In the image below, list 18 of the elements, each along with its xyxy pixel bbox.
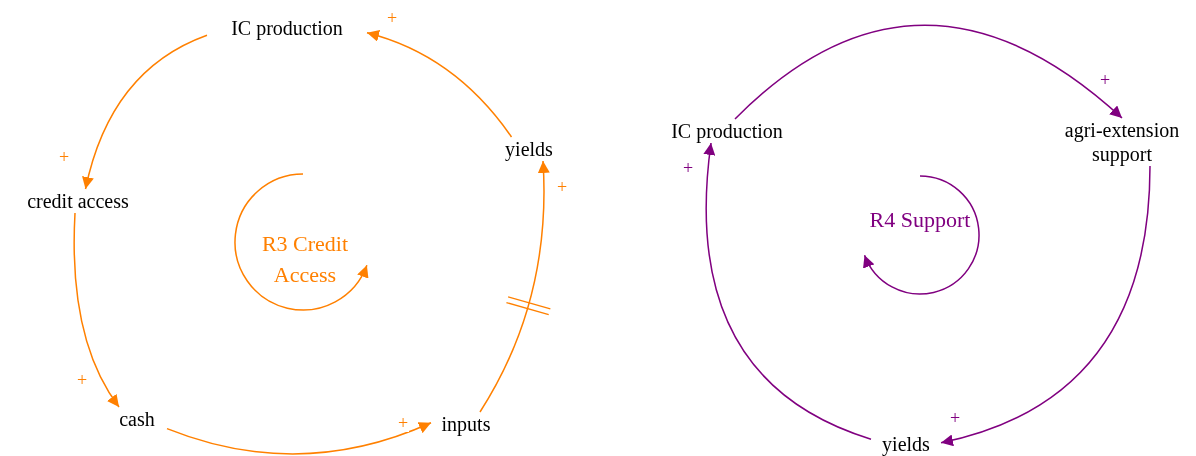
causal-link-arrow [73,212,120,408]
variable-label: yields [871,432,941,456]
loop-label: R4 Support [868,206,972,234]
variable-label: credit access [3,189,153,213]
variable-label: IC production [207,16,367,40]
causal-link-arrow [366,30,513,138]
causal-link-arrow [940,165,1151,446]
variable-label: IC production [647,119,807,143]
loop-label: R3 Credit Access [260,230,350,289]
variable-label: inputs [431,412,501,436]
variable-label: yields [494,137,564,161]
variable-label: cash [107,407,167,431]
causal-link-arrow [734,24,1123,120]
causal-link-arrow [82,34,208,190]
causal-link-arrow [703,142,872,440]
causal-link-arrow [166,421,432,455]
variable-label: agri-extension support [1052,118,1192,166]
causal-link-arrow [479,160,550,413]
